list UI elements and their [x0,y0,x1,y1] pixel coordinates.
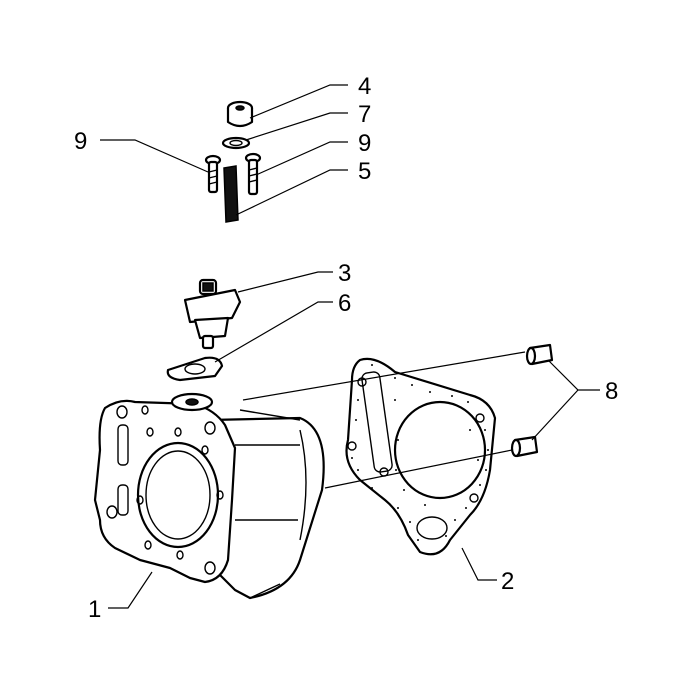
callout-7: 7 [358,101,371,128]
callout-9-left: 9 [74,128,87,155]
screw-right-part [244,152,262,196]
cylinder-block-part [93,392,325,600]
leader-line-8b [531,389,579,441]
leader-line-7 [245,112,348,141]
leader-line-2 [461,547,497,581]
leader-line-6 [214,301,333,363]
dowel-upper-part [525,343,554,366]
tensioner-body-part [183,278,242,350]
callout-4: 4 [358,73,371,100]
leader-line-4 [249,84,348,119]
alignment-line-lower [324,449,513,489]
cylinder-gasket-part [345,357,497,556]
alignment-line-upper [242,351,526,401]
callout-9-right: 9 [358,130,371,157]
leader-line-3 [237,271,333,293]
tensioner-gasket-part [166,356,224,382]
callout-2: 2 [501,568,514,595]
gasket-texture [351,364,489,541]
washer-part [221,136,251,150]
leader-line-9b [255,141,348,176]
screw-left-part [204,154,222,194]
callout-8: 8 [605,378,618,405]
callout-1: 1 [88,596,101,623]
dowel-lower-part [510,435,539,458]
leader-line-9a [100,139,209,173]
leader-line-5 [235,169,348,216]
cap-screw-part [226,100,254,128]
leader-line-8a [547,359,600,391]
spring-part [223,165,239,223]
leader-line-1 [108,571,153,609]
callout-5: 5 [358,158,371,185]
callout-3: 3 [338,260,351,287]
callout-6: 6 [338,290,351,317]
